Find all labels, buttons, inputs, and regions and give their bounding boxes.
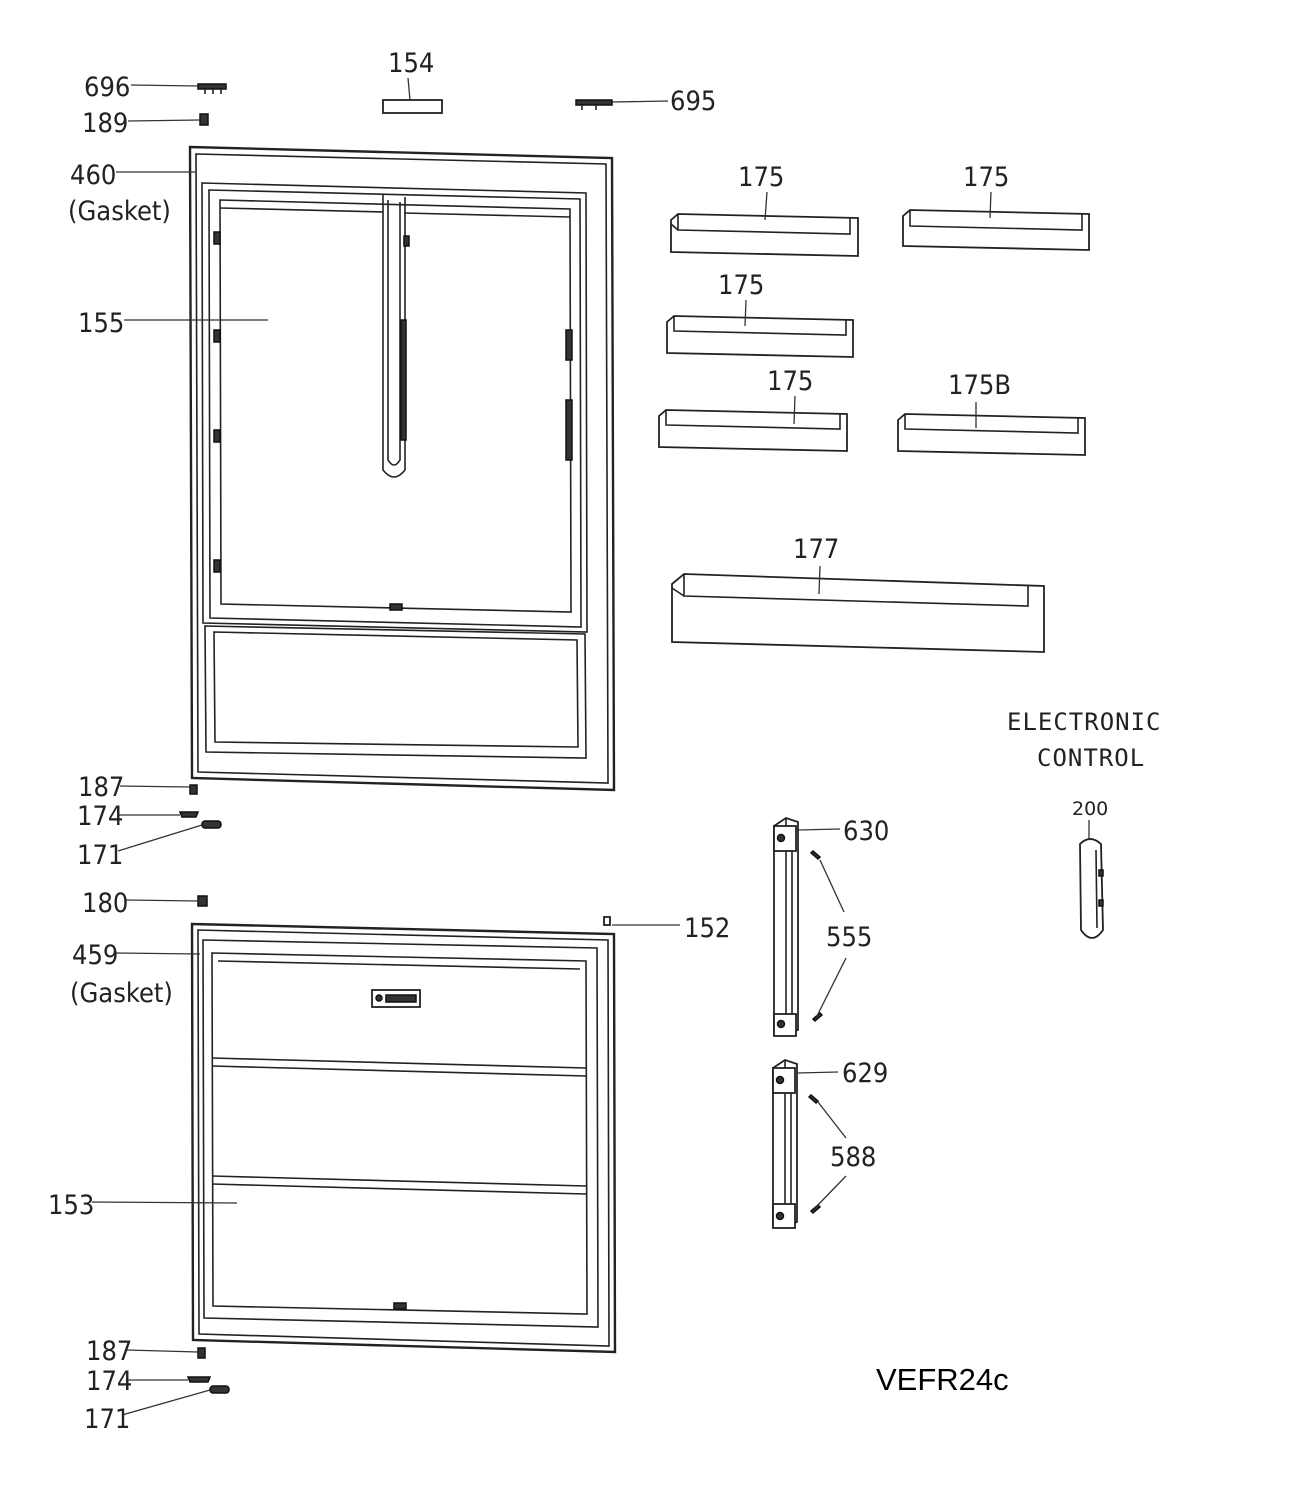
label-175-3: 175 [718, 270, 764, 301]
part-630-handle [773, 817, 799, 1037]
label-control: CONTROL [1037, 744, 1145, 772]
part-175-bin-1 [670, 213, 859, 257]
label-459: 459 [72, 940, 118, 971]
upper-door [188, 145, 616, 792]
lower-door [190, 922, 617, 1354]
label-180: 180 [82, 888, 128, 919]
label-174-upper: 174 [77, 801, 123, 832]
label-695: 695 [670, 86, 716, 117]
part-588-screws [807, 1093, 822, 1215]
part-174-lower [186, 1376, 212, 1383]
leader-lines [91, 77, 1090, 1416]
label-155: 155 [78, 308, 124, 339]
part-154-cover [382, 99, 443, 114]
label-175B: 175B [948, 370, 1011, 401]
label-175-1: 175 [738, 162, 784, 193]
part-171-lower [209, 1385, 230, 1394]
model-number: VEFR24c [876, 1362, 1009, 1397]
label-696: 696 [84, 72, 130, 103]
part-696-hinge [197, 83, 227, 94]
label-588: 588 [830, 1142, 876, 1173]
part-177-large-bin [671, 573, 1045, 653]
part-629-handle [772, 1059, 798, 1229]
label-629: 629 [842, 1058, 888, 1089]
part-180 [197, 895, 208, 907]
label-electronic: ELECTRONIC [1007, 708, 1162, 736]
part-174-upper [178, 811, 200, 818]
label-174-lower: 174 [86, 1366, 132, 1397]
label-460: 460 [70, 160, 116, 191]
label-171-lower: 171 [84, 1404, 130, 1435]
label-555: 555 [826, 922, 872, 953]
label-189: 189 [82, 108, 128, 139]
label-154: 154 [388, 48, 434, 79]
label-187-lower: 187 [86, 1336, 132, 1367]
label-153: 153 [48, 1190, 94, 1221]
part-187-upper [189, 784, 198, 795]
part-175-bin-4 [658, 409, 848, 452]
label-187-upper: 187 [78, 772, 124, 803]
part-189-bushing [199, 113, 209, 126]
part-152 [603, 916, 611, 926]
part-175-bin-3 [666, 315, 854, 358]
part-695-hinge [575, 99, 613, 110]
part-187-lower [197, 1347, 206, 1359]
part-175B-bin [897, 413, 1086, 456]
part-171-upper [201, 820, 222, 829]
part-555-screws [809, 849, 824, 1023]
label-200: 200 [1072, 798, 1108, 820]
label-171-upper: 171 [77, 840, 123, 871]
part-200-control [1079, 838, 1104, 939]
label-gasket-upper: (Gasket) [68, 196, 171, 227]
label-175-4: 175 [767, 366, 813, 397]
part-175-bin-2 [902, 209, 1090, 251]
label-152: 152 [684, 913, 730, 944]
label-630: 630 [843, 816, 889, 847]
label-gasket-lower: (Gasket) [70, 978, 173, 1009]
label-175-2: 175 [963, 162, 1009, 193]
label-177: 177 [793, 534, 839, 565]
